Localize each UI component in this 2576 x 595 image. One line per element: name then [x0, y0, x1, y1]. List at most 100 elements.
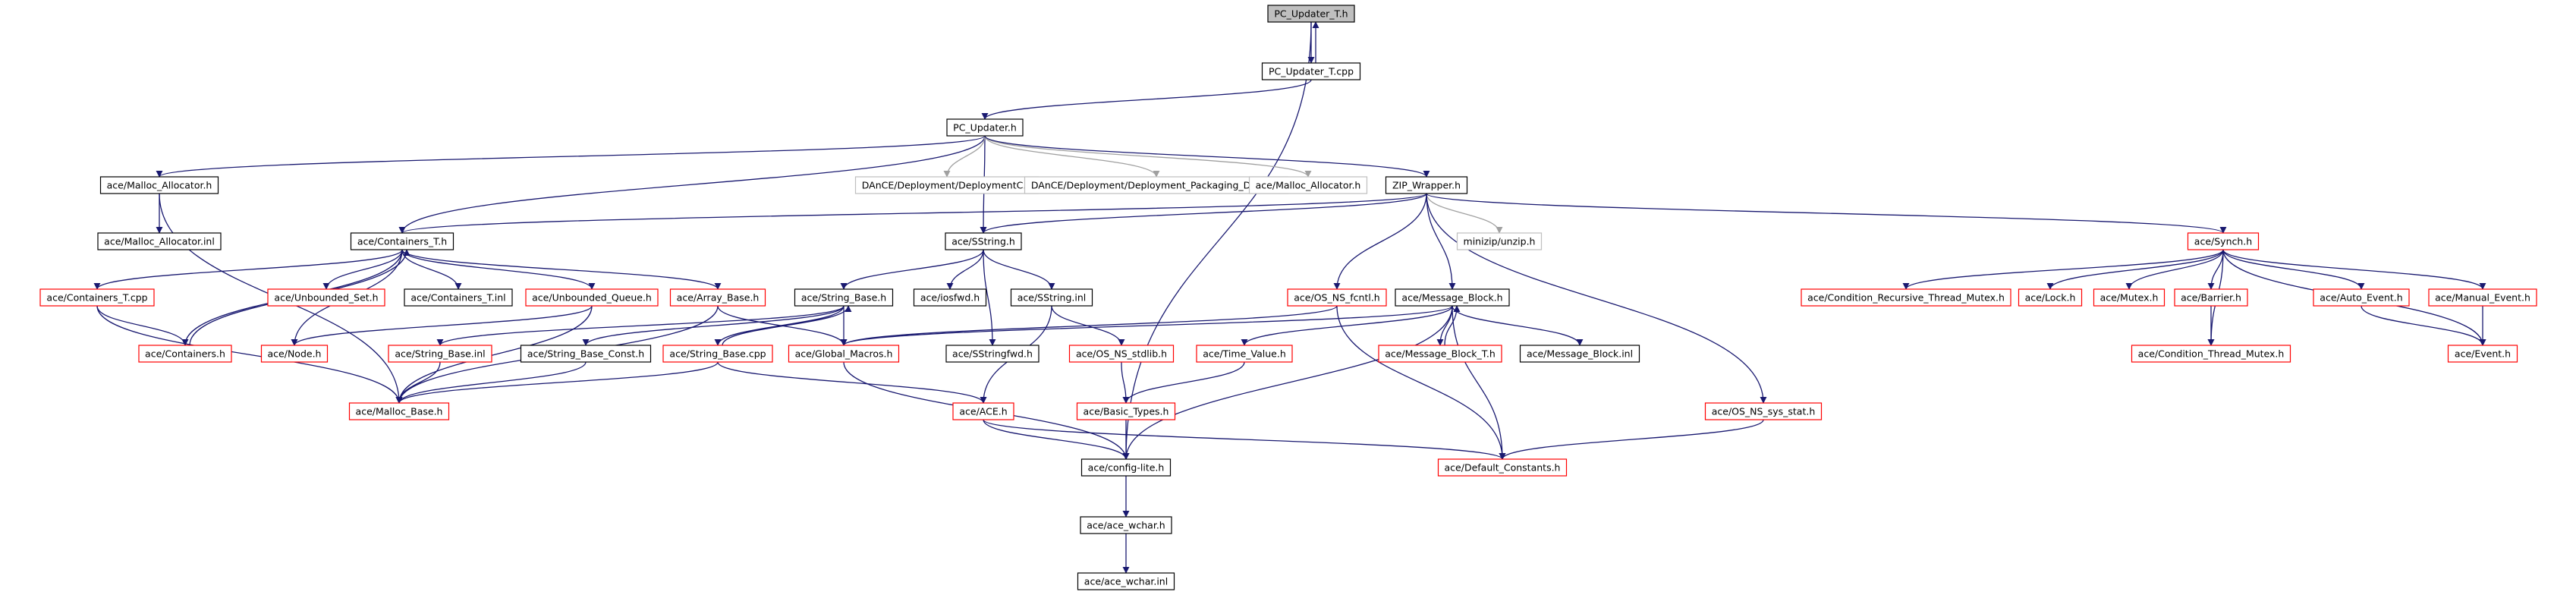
node-string-base-cpp[interactable]: ace/String_Base.cpp [662, 345, 773, 363]
edge-zip_wrapper_h-to-minizip_unzip [1426, 193, 1503, 234]
node-malloc-allocator-h2[interactable]: ace/Malloc_Allocator.h [1248, 176, 1368, 194]
node-cond-thread-mutex[interactable]: ace/Condition_Thread_Mutex.h [2131, 345, 2291, 363]
node-cond-rec-mutex[interactable]: ace/Condition_Recursive_Thread_Mutex.h [1801, 288, 2011, 307]
node-dance-packaging[interactable]: DAnCE/Deployment/Deployment_Packaging_Da… [1024, 176, 1289, 194]
node-string-base-inl[interactable]: ace/String_Base.inl [388, 345, 492, 363]
node-label: ace/OS_NS_fcntl.h [1294, 292, 1379, 304]
node-label: ZIP_Wrapper.h [1392, 180, 1461, 191]
edge-synch_h-to-lock_h [2046, 249, 2224, 290]
node-ace-h[interactable]: ace/ACE.h [952, 402, 1014, 420]
node-box [1077, 572, 1175, 590]
node-os-ns-sys-stat-h[interactable]: ace/OS_NS_sys_stat.h [1704, 402, 1823, 420]
edge-message_block_h-to-default_constants_h [1452, 305, 1506, 460]
node-label: ace/Mutex.h [2100, 292, 2159, 304]
edge-auto_event_h-to-event_h [2361, 305, 2486, 346]
node-label: ace/Malloc_Allocator.h [107, 180, 212, 191]
node-message-block-t-h[interactable]: ace/Message_Block_T.h [1378, 345, 1502, 363]
node-malloc-base-h[interactable]: ace/Malloc_Base.h [348, 402, 450, 420]
node-event-h[interactable]: ace/Event.h [2447, 345, 2518, 363]
node-containers-t-cpp[interactable]: ace/Containers_T.cpp [39, 288, 155, 307]
node-label: ace/Time_Value.h [1203, 348, 1286, 360]
node-box [404, 288, 513, 307]
node-box [2174, 288, 2248, 307]
node-ace-wchar-inl[interactable]: ace/ace_wchar.inl [1077, 572, 1175, 590]
node-message-block-inl[interactable]: ace/Message_Block.inl [1519, 345, 1640, 363]
node-label: ace/Condition_Recursive_Thread_Mutex.h [1807, 292, 2005, 304]
node-dance-deploymentc[interactable]: DAnCE/Deployment/DeploymentC.h [854, 176, 1040, 194]
edge-synch_h-to-mutex_h [2125, 249, 2224, 290]
node-label: ace/String_Base.inl [395, 348, 485, 360]
node-box [945, 345, 1040, 363]
node-os-ns-fcntl-h[interactable]: ace/OS_NS_fcntl.h [1287, 288, 1387, 307]
node-label: ace/Global_Macros.h [795, 348, 893, 360]
node-box [952, 402, 1014, 420]
node-zip-wrapper-h[interactable]: ZIP_Wrapper.h [1385, 176, 1468, 194]
node-lock-h[interactable]: ace/Lock.h [2018, 288, 2083, 307]
edge-ace_h-to-config_lite_h [983, 419, 1130, 460]
node-config-lite-h[interactable]: ace/config-lite.h [1080, 458, 1172, 477]
edge-containers_t_cpp-to-malloc_base_h [96, 305, 403, 404]
edge-message_block_h-to-time_value_h [1241, 305, 1453, 346]
node-auto-event-h[interactable]: ace/Auto_Event.h [2313, 288, 2410, 307]
node-sstringfwd-h[interactable]: ace/SStringfwd.h [945, 345, 1040, 363]
node-box [1261, 62, 1361, 80]
node-label: ace/Message_Block_T.h [1385, 348, 1496, 360]
node-default-constants-h[interactable]: ace/Default_Constants.h [1437, 458, 1568, 477]
node-global-macros-h[interactable]: ace/Global_Macros.h [788, 345, 900, 363]
node-label: PC_Updater_T.h [1274, 8, 1348, 20]
node-node-h[interactable]: ace/Node.h [260, 345, 329, 363]
node-pc-updater-h[interactable]: PC_Updater.h [946, 118, 1024, 137]
node-containers-t-h[interactable]: ace/Containers_T.h [350, 232, 454, 250]
node-ace-wchar-h[interactable]: ace/ace_wchar.h [1080, 516, 1172, 534]
node-array-base-h[interactable]: ace/Array_Base.h [669, 288, 766, 307]
node-box [662, 345, 773, 363]
node-basic-types-h[interactable]: ace/Basic_Types.h [1076, 402, 1176, 420]
node-mutex-h[interactable]: ace/Mutex.h [2093, 288, 2166, 307]
node-box [267, 288, 385, 307]
node-synch-h[interactable]: ace/Synch.h [2187, 232, 2260, 250]
node-pc-updater-t-cpp[interactable]: PC_Updater_T.cpp [1261, 62, 1361, 80]
node-box [1395, 288, 1510, 307]
node-label: ace/Node.h [268, 348, 322, 360]
node-manual-event-h[interactable]: ace/Manual_Event.h [2428, 288, 2537, 307]
node-iosfwd-h[interactable]: ace/iosfwd.h [913, 288, 987, 307]
node-time-value-h[interactable]: ace/Time_Value.h [1196, 345, 1293, 363]
node-malloc-allocator-inl[interactable]: ace/Malloc_Allocator.inl [97, 232, 222, 250]
edge-string_base_cpp-to-string_base_h [722, 305, 852, 346]
node-label: ace/SString.h [951, 236, 1015, 247]
node-box [260, 345, 329, 363]
edge-os_ns_fcntl_h-to-default_constants_h [1336, 305, 1506, 460]
node-containers-t-inl[interactable]: ace/Containers_T.inl [404, 288, 513, 307]
edge-sstring_h-to-sstring_inl [983, 249, 1055, 290]
node-label: ace/ace_wchar.h [1087, 520, 1165, 531]
node-pc-updater-t-h[interactable]: PC_Updater_T.h [1267, 5, 1355, 23]
edge-zip_wrapper_h-to-sstring_h [980, 193, 1427, 234]
node-label: ace/Barrier.h [2181, 292, 2241, 304]
edge-pc_updater_t_h-to-config_lite_h [1122, 21, 1312, 460]
node-containers-h[interactable]: ace/Containers.h [138, 345, 232, 363]
edge-os_ns_stdlib_h-to-basic_types_h [1121, 361, 1130, 404]
node-os-ns-stdlib-h[interactable]: ace/OS_NS_stdlib.h [1068, 345, 1175, 363]
node-sstring-inl[interactable]: ace/SString.inl [1010, 288, 1093, 307]
node-box [138, 345, 232, 363]
node-unbounded-queue-h[interactable]: ace/Unbounded_Queue.h [525, 288, 659, 307]
node-minizip-unzip[interactable]: minizip/unzip.h [1456, 232, 1543, 250]
node-malloc-allocator-h[interactable]: ace/Malloc_Allocator.h [99, 176, 219, 194]
edge-zip_wrapper_h-to-os_ns_fcntl_h [1333, 193, 1427, 290]
node-barrier-h[interactable]: ace/Barrier.h [2174, 288, 2248, 307]
edge-pc_updater_h-to-dance_packaging [984, 135, 1160, 178]
node-label: ace/Condition_Thread_Mutex.h [2138, 348, 2285, 360]
node-string-base-const-h[interactable]: ace/String_Base_Const.h [520, 345, 652, 363]
node-label: DAnCE/Deployment/DeploymentC.h [862, 180, 1032, 191]
edge-time_value_h-to-basic_types_h [1122, 361, 1245, 404]
node-box [2428, 288, 2537, 307]
node-label: ace/SStringfwd.h [952, 348, 1033, 360]
node-box [2093, 288, 2166, 307]
node-box [39, 288, 155, 307]
edge-pc_updater_h-to-zip_wrapper_h [984, 135, 1430, 178]
node-sstring-h[interactable]: ace/SString.h [945, 232, 1022, 250]
node-string-base-h[interactable]: ace/String_Base.h [794, 288, 894, 307]
node-unbounded-set-h[interactable]: ace/Unbounded_Set.h [267, 288, 385, 307]
node-label: ace/OS_NS_sys_stat.h [1712, 406, 1816, 417]
node-message-block-h[interactable]: ace/Message_Block.h [1395, 288, 1510, 307]
